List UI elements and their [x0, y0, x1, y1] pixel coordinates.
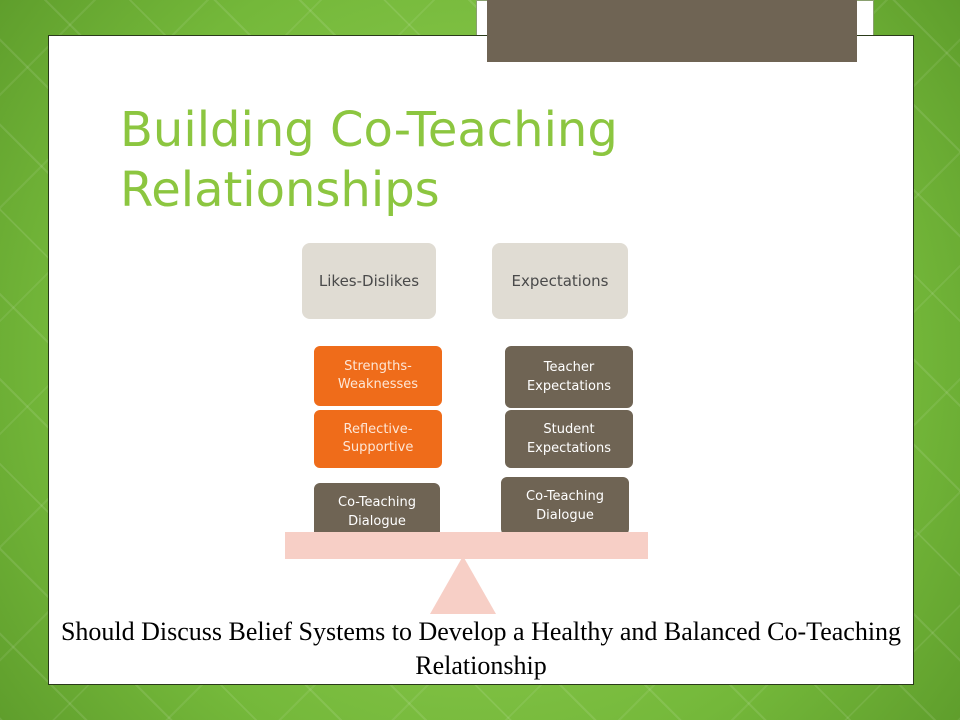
slide-panel	[48, 35, 914, 685]
balance-fulcrum-icon	[430, 556, 496, 614]
decorative-tab	[487, 0, 857, 62]
right-header-expectations: Expectations	[492, 243, 628, 319]
box-reflective-supportive: Reflective- Supportive	[312, 408, 444, 470]
box-student-expectations: Student Expectations	[503, 408, 635, 470]
box-teacher-expectations: Teacher Expectations	[503, 344, 635, 410]
box-strengths-weaknesses: Strengths- Weaknesses	[312, 344, 444, 408]
box-right-co-teaching-dialogue: Co-Teaching Dialogue	[499, 475, 631, 537]
slide-caption: Should Discuss Belief Systems to Develop…	[60, 617, 902, 680]
slide-title: Building Co-Teaching Relationships	[120, 102, 618, 218]
balance-beam	[285, 532, 648, 559]
left-header-likes-dislikes: Likes-Dislikes	[302, 243, 436, 319]
